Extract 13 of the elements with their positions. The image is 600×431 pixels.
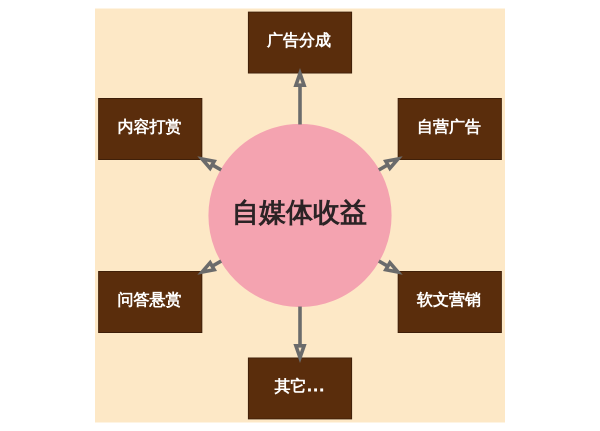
- arrow: [197, 259, 222, 275]
- arrow: [293, 68, 307, 124]
- arrow: [293, 306, 307, 363]
- node-box: 自营广告: [398, 98, 502, 160]
- arrow: [378, 156, 403, 172]
- arrow: [197, 156, 222, 172]
- arrow: [378, 259, 403, 275]
- node-box: 问答悬赏: [98, 270, 202, 333]
- node-circle: 自媒体收益: [208, 124, 392, 308]
- node-box: 软文营销: [398, 270, 502, 333]
- node-box: 其它...: [248, 357, 352, 420]
- node-box: 内容打赏: [98, 98, 202, 160]
- node-box: 广告分成: [248, 12, 352, 74]
